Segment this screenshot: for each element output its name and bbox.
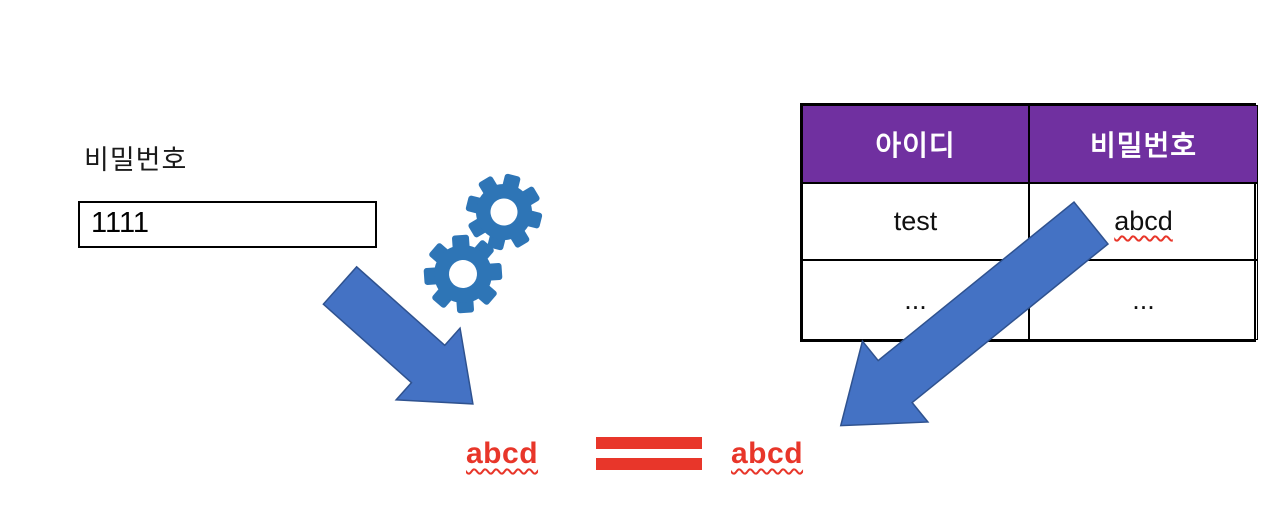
table-header-id: 아이디 xyxy=(802,105,1029,183)
password-label: 비밀번호 xyxy=(84,145,188,175)
stored-hash-value: abcd xyxy=(731,437,804,470)
gears-icon xyxy=(423,173,543,314)
table-cell-password: abcd xyxy=(1114,206,1173,236)
user-db-table: 아이디 비밀번호 test abcd ... ... xyxy=(800,103,1258,342)
table-cell-id-more: ... xyxy=(802,260,1029,340)
equals-bottom-bar xyxy=(596,458,702,470)
table-cell-password-more: ... xyxy=(1029,260,1258,340)
table-header-password: 비밀번호 xyxy=(1029,105,1258,183)
arrow-down-right-icon xyxy=(322,265,474,405)
hashed-input-value: abcd xyxy=(466,437,539,470)
equals-top-bar xyxy=(596,437,702,449)
table-cell-id: test xyxy=(802,183,1029,260)
password-input[interactable] xyxy=(78,201,377,248)
equals-sign xyxy=(596,437,702,470)
